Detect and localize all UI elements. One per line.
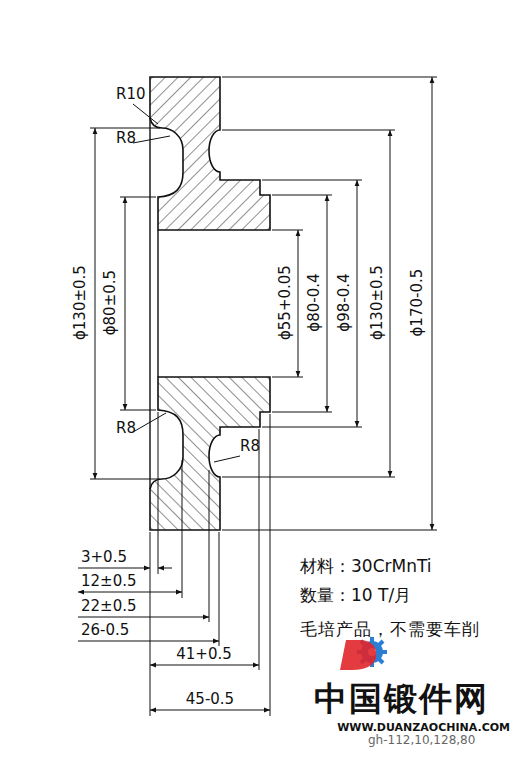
diameter-dimension: ϕ130±0.5 [71, 266, 88, 341]
section-profile [150, 77, 270, 530]
diameter-dimension: ϕ130±0.5 [368, 266, 385, 341]
watermark-url: WWW.DUANZAOCHINA.COM [337, 722, 510, 735]
radius-label: R8 [116, 130, 136, 147]
diameter-dimension: ϕ55+0.05 [276, 266, 293, 341]
length-dimension: 26-0.5 [80, 622, 130, 639]
site-logo [340, 637, 387, 670]
length-dimension: 45-0.5 [185, 691, 235, 708]
radius-label: R8 [116, 420, 136, 437]
length-dimension: 41+0.5 [175, 646, 233, 663]
diameter-dimension: ϕ80±0.5 [102, 270, 119, 335]
radius-label: R8 [240, 438, 260, 455]
process-note: 毛培产品，不需要车削 [300, 615, 482, 644]
drawing-code: gh-112,10,128,80 [368, 734, 475, 748]
diameter-dimension: ϕ170-0.5 [409, 269, 426, 337]
material-note: 材料：30CrMnTi [300, 557, 432, 577]
diameter-dimension: ϕ98-0.4 [335, 274, 352, 332]
diameter-dimension: ϕ80-0.4 [305, 274, 322, 332]
outline-lines [150, 118, 158, 489]
watermark-title: 中国锻件网 [314, 680, 489, 718]
length-dimension: 12±0.5 [80, 573, 138, 590]
length-dimension: 3+0.5 [80, 549, 128, 566]
quantity-note: 数量：10 T/月 [300, 586, 411, 606]
length-dimension: 22±0.5 [80, 598, 138, 615]
radius-label: R10 [116, 86, 146, 103]
